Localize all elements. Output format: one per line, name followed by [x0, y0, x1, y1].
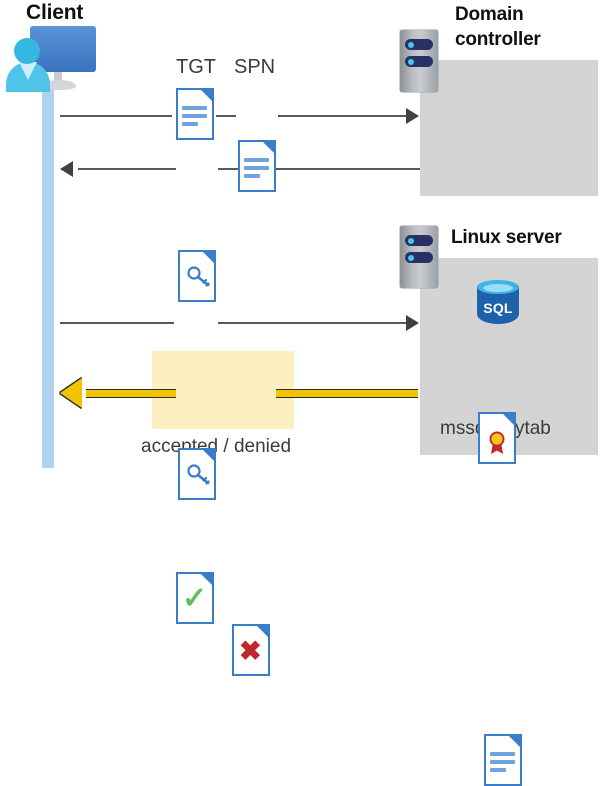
flow-tgt-spn-line-left [60, 115, 172, 117]
server-bay-icon [405, 56, 433, 67]
domain-controller-title-line1: Domain [455, 4, 524, 25]
seal-icon [489, 431, 505, 454]
accepted-document-icon: ✓ [176, 572, 214, 624]
flow-service-ticket-line-right [218, 322, 406, 324]
server-bay-icon [405, 252, 433, 263]
client-lifeline [42, 84, 54, 468]
monitor-base-icon [42, 80, 76, 90]
flow-auth-result-line-right [276, 389, 418, 398]
kerberos-authentication-diagram: Client Domain controller Linux server TG… [6, 1, 598, 786]
ticket-key-document-icon [178, 250, 216, 302]
denied-document-icon: ✖ [232, 624, 270, 676]
flow-service-ticket-arrowhead-icon [406, 315, 419, 331]
linux-server-title: Linux server [451, 227, 562, 248]
domain-controller-title-line2: controller [455, 29, 541, 50]
flow-auth-result-line-left [86, 389, 176, 398]
sql-database-label: SQL [483, 300, 513, 316]
spn-label: SPN [234, 56, 276, 78]
cross-icon: ✖ [239, 636, 262, 666]
domain-controller-title: Domain controller [455, 2, 595, 52]
domain-controller-server-rack-icon [400, 30, 438, 92]
flow-ticket-line-left [78, 168, 176, 170]
checkmark-icon: ✓ [182, 582, 208, 615]
monitor-screen-icon [30, 26, 96, 72]
tgt-document-icon [176, 88, 214, 140]
certificate-document-icon [478, 412, 516, 464]
linux-server-rack-icon [400, 226, 438, 288]
tgt-label: TGT [176, 56, 216, 78]
monitor-neck-icon [54, 72, 62, 82]
keytab-document-icon [484, 734, 522, 786]
flow-service-ticket-line-left [60, 322, 174, 324]
service-ticket-key-document-icon [178, 448, 216, 500]
flow-tgt-spn-line-mid [216, 115, 236, 117]
person-collar-icon [19, 62, 37, 80]
key-icon [187, 464, 210, 485]
flow-auth-result-arrowhead-icon [60, 378, 82, 408]
flow-tgt-spn-arrowhead-icon [406, 108, 419, 124]
server-bay-icon [405, 235, 433, 246]
flow-ticket-line-right [218, 168, 420, 170]
flow-ticket-arrowhead-icon [60, 161, 73, 177]
client-user-monitor-icon [6, 26, 98, 92]
accepted-denied-label: accepted / denied [141, 436, 292, 457]
server-bay-icon [405, 39, 433, 50]
domain-controller-panel [420, 60, 598, 196]
client-title: Client [26, 1, 84, 24]
person-head-icon [14, 38, 40, 64]
key-icon [187, 266, 210, 287]
flow-tgt-spn-line-right [278, 115, 406, 117]
sql-database-icon: SQL [475, 278, 521, 332]
spn-document-icon [238, 140, 276, 192]
